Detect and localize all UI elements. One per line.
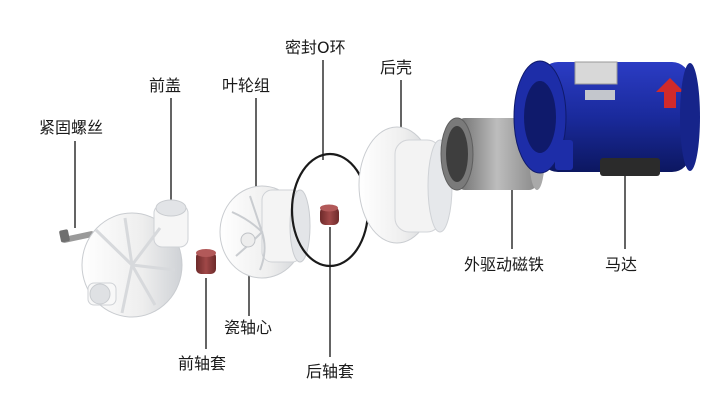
label-screw: 紧固螺丝 bbox=[39, 118, 104, 137]
leader-lines bbox=[74, 60, 626, 357]
hex-screw-icon bbox=[59, 229, 94, 243]
pump-front-cover-icon bbox=[81, 199, 189, 318]
label-oring: 密封O环 bbox=[285, 38, 346, 57]
label-ceramic-shaft: 瓷轴心 bbox=[224, 318, 273, 337]
label-motor: 马达 bbox=[605, 255, 638, 274]
motor-icon bbox=[513, 60, 700, 176]
label-impeller-assembly: 叶轮组 bbox=[222, 76, 271, 95]
label-rear-shell: 后壳 bbox=[380, 58, 413, 77]
label-front-cover: 前盖 bbox=[149, 76, 182, 95]
label-rear-bushing: 后轴套 bbox=[306, 362, 355, 381]
rear-shell-icon bbox=[358, 126, 453, 244]
impeller-icon bbox=[219, 185, 311, 279]
label-external-magnet: 外驱动磁铁 bbox=[464, 255, 545, 274]
bushing-icon-rear bbox=[320, 204, 339, 225]
label-front-bushing: 前轴套 bbox=[178, 354, 227, 373]
bushing-icon bbox=[196, 249, 216, 274]
